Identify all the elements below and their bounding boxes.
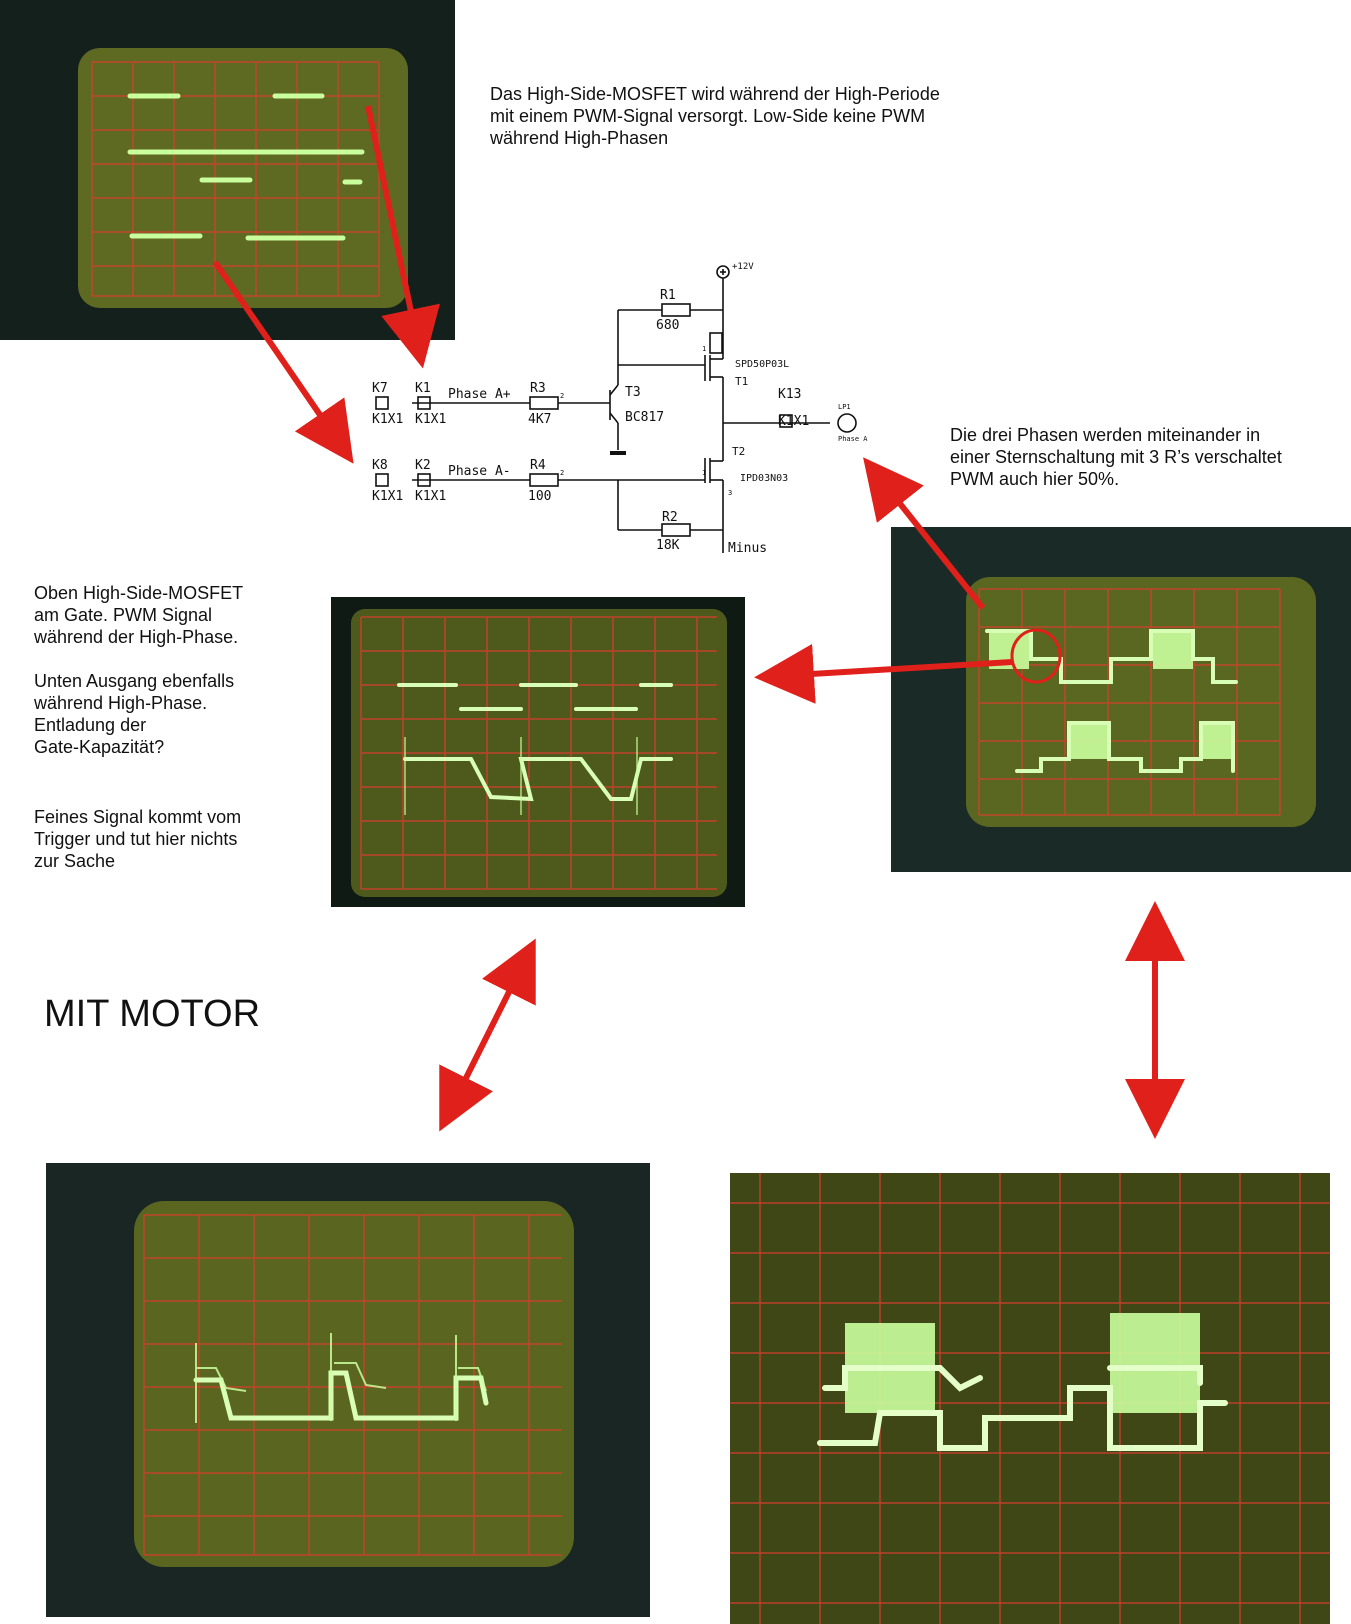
label-phase-a-minus: Phase A- (448, 464, 511, 479)
label-k2: K2 (415, 458, 431, 473)
label-k1-k1x1: K1X1 (415, 412, 446, 427)
arrow-phases-to-schematic (863, 457, 986, 610)
label-k13-k1x1: K1X1 (778, 414, 809, 429)
arrow-gate-motor-up (482, 938, 536, 1032)
circuit-schematic: +12V R1 680 SPD50P03L T1 T3 BC817 K13 K1… (372, 262, 868, 556)
waveform-traces (127, 93, 365, 241)
label-supply: +12V (732, 262, 754, 272)
arrow-phases-to-gate (754, 643, 1013, 704)
label-r3-value: 4K7 (528, 412, 551, 427)
label-t1: T1 (735, 375, 748, 388)
pin-label: 1 (702, 469, 706, 477)
label-k13: K13 (778, 387, 801, 402)
pin-label: 3 (728, 489, 732, 497)
label-minus: Minus (728, 541, 767, 556)
oscilloscope-photo-gate-output (331, 597, 745, 907)
label-k8: K8 (372, 458, 388, 473)
pin-label: 1 (702, 345, 706, 353)
label-t2: T2 (732, 445, 745, 458)
label-t3: T3 (625, 385, 641, 400)
oscilloscope-photo-with-motor-left (46, 1163, 650, 1617)
label-r4-value: 100 (528, 489, 551, 504)
label-k2-k1x1: K1X1 (415, 489, 446, 504)
label-r3: R3 (530, 381, 546, 396)
highlight-circle (1010, 628, 1062, 684)
label-r1-value: 680 (656, 318, 679, 333)
label-lp1: LP1 (838, 403, 851, 411)
label-r2: R2 (662, 510, 678, 525)
note-high-side-pwm: Das High-Side-MOSFET wird während der Hi… (490, 84, 940, 148)
note-trigger-signal: Feines Signal kommt vom Trigger und tut … (34, 807, 242, 871)
arrow-top-to-schematic (365, 105, 440, 369)
note-gate-signal: Oben High-Side-MOSFET am Gate. PWM Signa… (34, 583, 244, 647)
note-output-signal: Unten Ausgang ebenfalls während High-Pha… (34, 671, 235, 757)
label-phase-a: Phase A (838, 435, 868, 443)
label-r2-value: 18K (656, 538, 680, 553)
label-k1: K1 (415, 381, 431, 396)
label-phase-a-plus: Phase A+ (448, 387, 511, 402)
label-r1: R1 (660, 288, 676, 303)
pin-label: 2 (560, 392, 564, 400)
pin-label: 2 (560, 469, 564, 477)
label-r4: R4 (530, 458, 546, 473)
label-k7: K7 (372, 381, 388, 396)
label-t1-part: SPD50P03L (735, 359, 789, 370)
arrow-trace-to-schematic (212, 260, 354, 464)
label-t3-part: BC817 (625, 410, 664, 425)
label-t2-part: IPD03N03 (740, 473, 788, 484)
arrow-gate-motor-down (439, 1028, 493, 1132)
label-k8-k1x1: K1X1 (372, 489, 403, 504)
oscilloscope-photo-with-motor-right (730, 1173, 1330, 1624)
note-star-connection: Die drei Phasen werden miteinander in ei… (950, 425, 1282, 489)
label-k7-k1x1: K1X1 (372, 412, 403, 427)
mit-motor-heading: MIT MOTOR (44, 993, 261, 1035)
